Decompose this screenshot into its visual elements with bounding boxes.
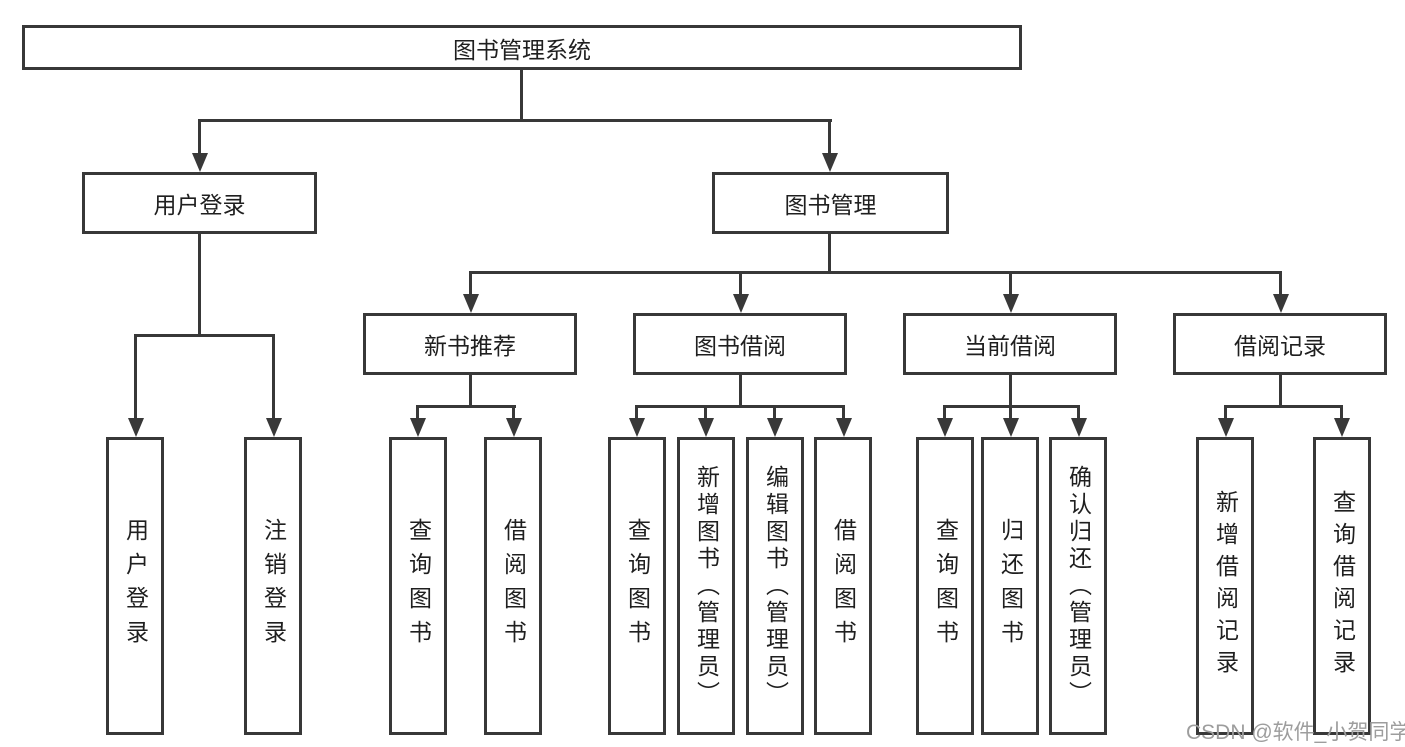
node-book-management: 图书管理 xyxy=(712,172,949,234)
leaf-logout: 注销登录 xyxy=(244,437,302,735)
leaf-current-query-books-label: 查询图书 xyxy=(932,518,959,654)
arrow-down-icon xyxy=(1003,294,1019,313)
connector-to-leaf xyxy=(512,405,515,420)
node-book-management-label: 图书管理 xyxy=(784,192,877,218)
connector-to-leaf-user-login xyxy=(134,334,137,420)
connector-root-bar xyxy=(198,119,832,122)
leaf-recommend-query-books-label: 查询图书 xyxy=(405,518,432,654)
connector-to-book-borrow xyxy=(739,271,742,295)
connector-root-to-book-management xyxy=(828,119,831,154)
node-new-book-recommend-label: 新书推荐 xyxy=(424,333,516,359)
leaf-borrow-add-books-admin-label: 新增图书（管理员） xyxy=(693,464,720,708)
connector-root-to-user-login xyxy=(198,119,201,154)
leaf-borrow-edit-books-admin: 编辑图书（管理员） xyxy=(746,437,804,735)
csdn-watermark: CSDN @软件_小贺同学 xyxy=(1186,721,1405,744)
leaf-current-confirm-return-admin-label: 确认归还（管理员） xyxy=(1065,464,1092,708)
leaf-borrow-query-books-label: 查询图书 xyxy=(624,518,651,654)
connector-book-management-stem xyxy=(828,234,831,273)
connector-to-leaf xyxy=(704,405,707,420)
arrow-down-icon xyxy=(410,418,426,437)
connector-user-login-stem xyxy=(198,234,201,336)
connector-to-leaf-logout xyxy=(272,334,275,420)
node-borrow-records-label: 借阅记录 xyxy=(1234,333,1326,359)
arrow-down-icon xyxy=(937,418,953,437)
arrow-down-icon xyxy=(1334,418,1350,437)
leaf-borrow-add-books-admin: 新增图书（管理员） xyxy=(677,437,735,735)
connector-new-book-recommend-stem xyxy=(469,375,472,408)
leaf-borrow-query-books: 查询图书 xyxy=(608,437,666,735)
node-book-borrow: 图书借阅 xyxy=(633,313,847,375)
leaf-borrow-borrow-books: 借阅图书 xyxy=(814,437,872,735)
connector-to-leaf xyxy=(1340,405,1343,420)
arrow-down-icon xyxy=(506,418,522,437)
connector-book-management-bar xyxy=(469,271,1281,274)
leaf-current-confirm-return-admin: 确认归还（管理员） xyxy=(1049,437,1107,735)
leaf-current-return-books-label: 归还图书 xyxy=(997,518,1024,654)
arrow-down-icon xyxy=(128,418,144,437)
arrow-down-icon xyxy=(1218,418,1234,437)
arrow-down-icon xyxy=(266,418,282,437)
connector-to-leaf xyxy=(1224,405,1227,420)
connector-to-current-borrow xyxy=(1009,271,1012,295)
connector-to-leaf xyxy=(1009,405,1012,420)
connector-new-book-recommend-bar xyxy=(416,405,516,408)
connector-current-borrow-stem xyxy=(1009,375,1012,408)
leaf-records-add-borrow-record-label: 新增借阅记录 xyxy=(1212,490,1239,682)
arrow-down-icon xyxy=(1003,418,1019,437)
arrow-down-icon xyxy=(629,418,645,437)
leaf-recommend-borrow-books: 借阅图书 xyxy=(484,437,542,735)
connector-root-stem xyxy=(520,70,523,120)
arrow-down-icon xyxy=(836,418,852,437)
node-root-library-management-system: 图书管理系统 xyxy=(22,25,1022,70)
node-borrow-records: 借阅记录 xyxy=(1173,313,1387,375)
node-user-login: 用户登录 xyxy=(82,172,317,234)
node-book-borrow-label: 图书借阅 xyxy=(694,333,786,359)
connector-to-leaf xyxy=(842,405,845,420)
node-new-book-recommend: 新书推荐 xyxy=(363,313,577,375)
connector-borrow-records-stem xyxy=(1279,375,1282,408)
connector-to-leaf xyxy=(943,405,946,420)
arrow-down-icon xyxy=(1071,418,1087,437)
arrow-down-icon xyxy=(698,418,714,437)
leaf-records-query-borrow-record-label: 查询借阅记录 xyxy=(1329,490,1356,682)
connector-to-leaf xyxy=(635,405,638,420)
connector-to-leaf xyxy=(1077,405,1080,420)
leaf-current-query-books: 查询图书 xyxy=(916,437,974,735)
leaf-borrow-edit-books-admin-label: 编辑图书（管理员） xyxy=(762,464,789,708)
arrow-down-icon xyxy=(822,153,838,172)
leaf-records-query-borrow-record: 查询借阅记录 xyxy=(1313,437,1371,735)
leaf-records-add-borrow-record: 新增借阅记录 xyxy=(1196,437,1254,735)
connector-user-login-bar xyxy=(134,334,275,337)
leaf-recommend-borrow-books-label: 借阅图书 xyxy=(500,518,527,654)
connector-to-leaf xyxy=(416,405,419,420)
connector-to-borrow-records xyxy=(1279,271,1282,295)
leaf-current-return-books: 归还图书 xyxy=(981,437,1039,735)
arrow-down-icon xyxy=(1273,294,1289,313)
node-current-borrow: 当前借阅 xyxy=(903,313,1117,375)
arrow-down-icon xyxy=(192,153,208,172)
leaf-borrow-borrow-books-label: 借阅图书 xyxy=(830,518,857,654)
connector-book-borrow-stem xyxy=(739,375,742,408)
arrow-down-icon xyxy=(463,294,479,313)
arrow-down-icon xyxy=(767,418,783,437)
leaf-user-login: 用户登录 xyxy=(106,437,164,735)
arrow-down-icon xyxy=(733,294,749,313)
leaf-logout-label: 注销登录 xyxy=(260,518,287,654)
node-current-borrow-label: 当前借阅 xyxy=(964,333,1056,359)
connector-to-leaf xyxy=(773,405,776,420)
leaf-user-login-label: 用户登录 xyxy=(122,518,149,654)
connector-borrow-records-bar xyxy=(1224,405,1342,408)
leaf-recommend-query-books: 查询图书 xyxy=(389,437,447,735)
node-root-label: 图书管理系统 xyxy=(453,36,591,63)
node-user-login-label: 用户登录 xyxy=(153,192,246,218)
connector-to-new-book-recommend xyxy=(469,271,472,295)
connector-book-borrow-bar xyxy=(635,405,845,408)
